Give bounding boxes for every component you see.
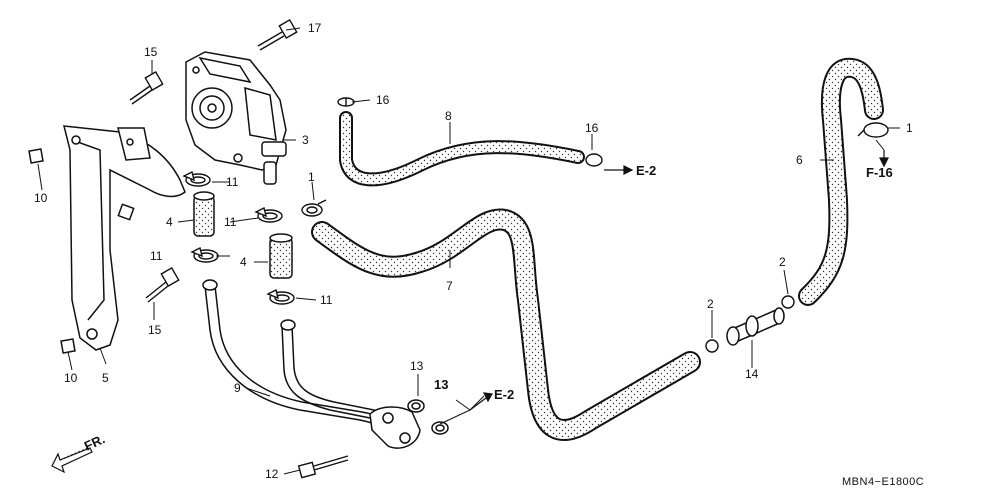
callout-8: 8	[445, 109, 452, 123]
callout-5: 5	[102, 371, 109, 385]
clip-1-top-right	[857, 122, 889, 138]
drawing-code: MBN4−E1800C	[842, 476, 925, 488]
arrow-f16	[879, 150, 889, 168]
callout-1-top-right: 1	[906, 121, 913, 135]
ref-e2-top: E-2	[636, 163, 657, 178]
hose-4-lower	[269, 233, 293, 279]
joint-14	[726, 307, 785, 346]
o-ring-13-b	[431, 421, 449, 435]
bracket-5	[63, 125, 186, 351]
clip-11-b	[254, 206, 283, 223]
callout-4-lower: 4	[240, 255, 247, 269]
callout-14: 14	[745, 367, 759, 381]
callout-15-top: 15	[144, 45, 158, 59]
callout-16-right: 16	[585, 121, 599, 135]
callout-6: 6	[796, 153, 803, 167]
callout-16-top: 16	[376, 93, 390, 107]
bolt-15-bottom	[145, 266, 180, 303]
clip-11-a	[182, 170, 211, 187]
callout-17: 17	[308, 21, 322, 35]
arrow-e2-top	[604, 165, 634, 175]
bolt-17	[257, 18, 298, 51]
callout-9: 9	[234, 381, 241, 395]
callout-11-d: 11	[320, 293, 333, 307]
callout-12: 12	[265, 467, 279, 481]
clip-2-b	[781, 295, 795, 309]
callout-7: 7	[446, 279, 453, 293]
o-ring-13-a	[407, 399, 425, 413]
clip-11-d	[266, 288, 295, 305]
callout-2-b: 2	[779, 255, 786, 269]
nut-10-bottom	[60, 338, 76, 354]
ref-f16: F-16	[866, 165, 893, 180]
callout-11-c: 11	[150, 249, 163, 263]
front-arrow-icon	[51, 447, 93, 474]
bolt-15-top	[129, 70, 164, 105]
callout-10-top: 10	[34, 191, 48, 205]
fuel-pump-3	[185, 51, 287, 185]
hose-7	[311, 208, 701, 441]
callout-10-bottom: 10	[64, 371, 78, 385]
callout-15-bottom: 15	[148, 323, 162, 337]
hose-8	[339, 111, 585, 187]
callout-11-a: 11	[226, 175, 239, 189]
callout-2-a: 2	[707, 297, 714, 311]
bolt-12	[297, 455, 349, 479]
clip-16-b	[585, 153, 603, 167]
callout-4-upper: 4	[166, 215, 173, 229]
callout-1-mid: 1	[308, 170, 315, 184]
clip-1-mid	[301, 199, 327, 217]
nut-10-top	[28, 148, 44, 164]
ref-e2-bottom: E-2	[494, 387, 515, 402]
clip-11-c	[190, 246, 219, 263]
arrow-e2-bottom	[469, 392, 493, 411]
clip-16-a	[337, 97, 355, 107]
hose-4-upper	[193, 191, 215, 237]
callout-11-b: 11	[224, 215, 237, 229]
callout-13-a: 13	[410, 359, 424, 373]
clip-2-a	[705, 339, 719, 353]
hose-6	[798, 57, 884, 306]
leader-lines	[37, 27, 900, 475]
callout-13-b: 13	[434, 377, 449, 392]
callout-3: 3	[302, 133, 309, 147]
pipe-assembly-9	[202, 279, 421, 449]
